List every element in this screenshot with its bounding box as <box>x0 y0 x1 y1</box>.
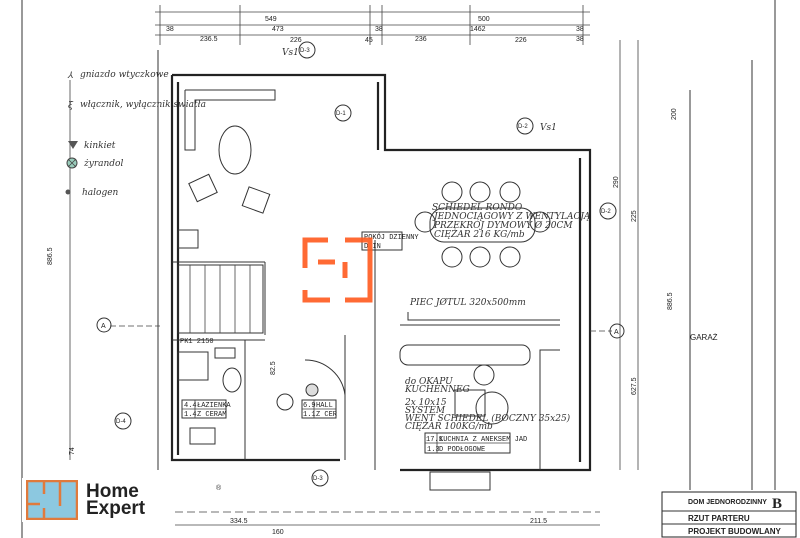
logo-home: Home <box>86 481 139 502</box>
dim-right-height: 886.5 <box>667 292 674 310</box>
halogen-icon <box>65 189 71 195</box>
dim-38c: 38 <box>576 26 584 33</box>
bathroom-code: 1.4 <box>184 411 197 419</box>
bathroom-area: 4.4 <box>184 402 197 410</box>
right-dimensions: 200 290 225 627.5 886.5 GARAŻ <box>613 40 718 470</box>
logo-registered: ® <box>216 485 222 492</box>
bottom-dimensions: 334.5 160 211.5 <box>175 511 600 536</box>
wall-lamp-icon <box>68 141 78 149</box>
kitchen-floor: D PODŁOGOWE <box>439 446 485 454</box>
section-marker-left: A <box>101 323 106 330</box>
markers: D-3 D-1 D-2 D-2 D-4 D-3 A A Vs1 Vs1 <box>96 41 625 487</box>
bathroom-name: ŁAZIENKA <box>197 402 231 410</box>
hall-area: 6.9 <box>303 402 316 410</box>
dim-160: 160 <box>272 529 284 536</box>
stove-note: PIEC JØTUL 320x500mm <box>409 297 526 308</box>
vs1-label: Vs1 <box>282 48 299 58</box>
vent-note-3: WENT SCHIEDEL (BOCZNY 35x25) <box>405 413 571 424</box>
legend-halogen: halogen <box>82 188 119 198</box>
vent-note-4: CIĘŻAR 100KG/mb <box>405 420 493 432</box>
dim-500: 500 <box>478 16 490 23</box>
logo-expert: Expert <box>86 498 146 519</box>
stairs: PK1 2150 <box>177 264 264 346</box>
dim-38b: 38 <box>375 26 383 33</box>
bathroom: 4.4 ŁAZIENKA 1.4 Z CERAM <box>177 347 242 445</box>
door-marker-d3: D-3 <box>300 48 310 54</box>
hood-note-1: do OKAPU <box>405 377 453 387</box>
switch-icon: ξ <box>68 101 74 111</box>
title-phase: PROJEKT BUDOWLANY <box>688 527 782 536</box>
hall-name: HALL <box>316 402 333 410</box>
door-marker-d2: D-2 <box>518 124 528 130</box>
dim-left-height: 886.5 <box>47 247 54 265</box>
dim-236: 236.5 <box>200 36 218 43</box>
dim-290: 290 <box>613 176 620 188</box>
svg-text:74: 74 <box>69 447 76 455</box>
title-block: DOM JEDNORODZINNY B RZUT PARTERU PROJEKT… <box>661 491 797 538</box>
dim-1462: 1462 <box>470 26 486 33</box>
dim-473: 473 <box>272 26 284 33</box>
vent-note-1: 2x 10x15 <box>404 398 447 408</box>
dining-table: SCHIEDEL RONDO JEDNOCIĄGOWY Z WENTYLACJĄ… <box>407 181 591 321</box>
door-marker-d1: D-1 <box>336 111 346 117</box>
hall: 6.9 HALL 1.1 Z CER 82.5 <box>270 359 346 419</box>
legend: ⅄ gniazdo wtyczkowe ξ włącznik, wyłączni… <box>65 70 206 198</box>
hood-note-2: KUCHENNEG <box>404 385 470 395</box>
dim-236b: 236 <box>415 36 427 43</box>
section-marker-right: A <box>614 329 619 336</box>
dim-226b: 226 <box>515 37 527 44</box>
vent-note-2: SYSTEM <box>405 406 446 416</box>
kitchen-code: 1.3 <box>427 446 440 454</box>
chimney-note-2: JEDNOCIĄGOWY Z WENTYLACJĄ <box>432 212 591 222</box>
garage-label: GARAŻ <box>690 333 718 342</box>
living-furniture <box>177 89 276 249</box>
door-marker-d4: D-4 <box>116 419 126 425</box>
kitchen-area: 17.1 <box>426 436 443 444</box>
chimney-note-3: PRZEKRÓJ DYMOWY Ø 20CM <box>433 219 573 231</box>
dim-38d: 38 <box>576 36 584 43</box>
dim-549: 549 <box>265 16 277 23</box>
dim-334: 334.5 <box>230 518 248 525</box>
dim-226: 226 <box>290 37 302 44</box>
watermark-logo <box>302 237 373 303</box>
dim-225: 225 <box>631 210 638 222</box>
dim-38: 38 <box>166 26 174 33</box>
dim-hall: 82.5 <box>270 361 277 375</box>
legend-wall-lamp: kinkiet <box>84 141 116 151</box>
hall-floor: Z CER <box>316 411 338 419</box>
legend-socket: gniazdo wtyczkowe <box>80 70 169 80</box>
title-project: DOM JEDNORODZINNY <box>688 499 767 506</box>
bathroom-floor: Z CERAM <box>197 411 226 419</box>
legend-chandelier: żyrandol <box>83 159 123 169</box>
dim-45: 45 <box>365 37 373 44</box>
door-marker-d2b: D-2 <box>601 209 611 215</box>
vs1-label-2: Vs1 <box>540 123 557 133</box>
chandelier-icon <box>66 157 78 169</box>
dim-211: 211.5 <box>530 518 547 525</box>
dim-200: 200 <box>671 108 678 120</box>
chimney-note-1: SCHIEDEL RONDO <box>432 203 523 213</box>
stairs-label: PK1 2150 <box>180 338 214 346</box>
socket-icon: ⅄ <box>67 71 74 81</box>
door-marker-d3b: D-3 <box>313 476 323 482</box>
top-dimensions: 549 500 38 473 38 1462 236.5 226 45 236 … <box>155 5 590 45</box>
home-expert-logo: Home Expert ® <box>22 478 221 522</box>
kitchen-name: KUCHNIA Z ANEKSEM JAD <box>439 436 527 444</box>
living-name: POKÓJ DZIENNY <box>364 232 419 242</box>
dim-627: 627.5 <box>631 377 638 395</box>
title-sheet: B <box>772 496 782 512</box>
kitchen: do OKAPU KUCHENNEG 2x 10x15 SYSTEM WENT … <box>399 344 571 491</box>
legend-switch: włącznik, wyłącznik światła <box>80 99 206 110</box>
logo-mark-icon <box>26 480 78 520</box>
hall-code: 1.1 <box>303 411 316 419</box>
chimney-note-4: CIĘŻAR 216 KG/mb <box>434 228 525 240</box>
title-drawing: RZUT PARTERU <box>688 514 750 523</box>
